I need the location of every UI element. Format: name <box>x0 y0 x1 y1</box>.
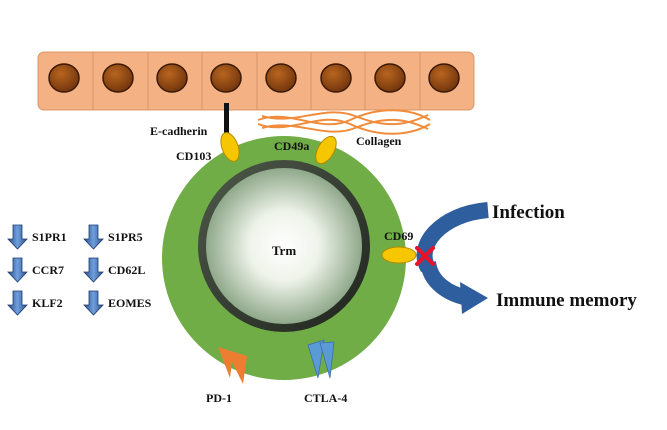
nucleus <box>374 63 406 93</box>
down-arrow-icon <box>7 257 28 283</box>
gene-label: S1PR1 <box>32 230 67 244</box>
collagen-label: Collagen <box>356 134 402 148</box>
nucleus <box>102 63 134 93</box>
gene-label: S1PR5 <box>108 230 143 244</box>
pd1-label: PD-1 <box>206 391 232 405</box>
cd49a-label: CD49a <box>274 139 309 153</box>
collagen-fibres <box>257 109 431 135</box>
e-cadherin-bar <box>224 103 229 135</box>
receptors <box>220 132 417 264</box>
down-arrow-icons <box>7 224 104 316</box>
cd69-label: CD69 <box>384 229 413 243</box>
gene-label: CD62L <box>108 263 145 277</box>
red-x-icon <box>415 246 435 266</box>
cd103-label: CD103 <box>176 149 211 163</box>
trm-nucleus <box>206 168 362 324</box>
fate-arrows <box>416 202 489 314</box>
epithelial-cell-dividers <box>92 52 421 110</box>
pd1-receptor <box>218 347 247 384</box>
epithelial-nuclei <box>48 63 460 93</box>
down-arrow-icon <box>83 257 104 283</box>
cd49a-receptor <box>315 135 337 165</box>
ctla4-receptor <box>307 339 335 379</box>
nucleus <box>48 63 80 93</box>
e-cadherin-label: E-cadherin <box>150 124 208 138</box>
infection-label: Infection <box>492 202 565 223</box>
ctla4-label: CTLA-4 <box>304 391 347 405</box>
down-arrow-icon <box>7 290 28 316</box>
immune-memory-arrowhead <box>460 282 488 314</box>
nucleus <box>210 63 242 93</box>
gene-label: KLF2 <box>32 296 63 310</box>
nucleus <box>320 63 352 93</box>
trm-cell <box>162 136 406 380</box>
down-arrow-icon <box>83 224 104 250</box>
down-arrow-icon <box>7 224 28 250</box>
cd69-receptor <box>381 246 417 264</box>
down-arrow-icon <box>83 290 104 316</box>
nucleus <box>156 63 188 93</box>
gene-label: EOMES <box>108 296 152 310</box>
cd103-receptor <box>220 132 240 162</box>
trm-label: Trm <box>272 243 296 258</box>
gene-label: CCR7 <box>32 263 64 277</box>
nucleus <box>428 63 460 93</box>
infection-arc <box>416 202 489 273</box>
epithelial-layer <box>37 51 475 111</box>
immune-memory-label: Immune memory <box>496 290 637 311</box>
nucleus <box>265 63 297 93</box>
